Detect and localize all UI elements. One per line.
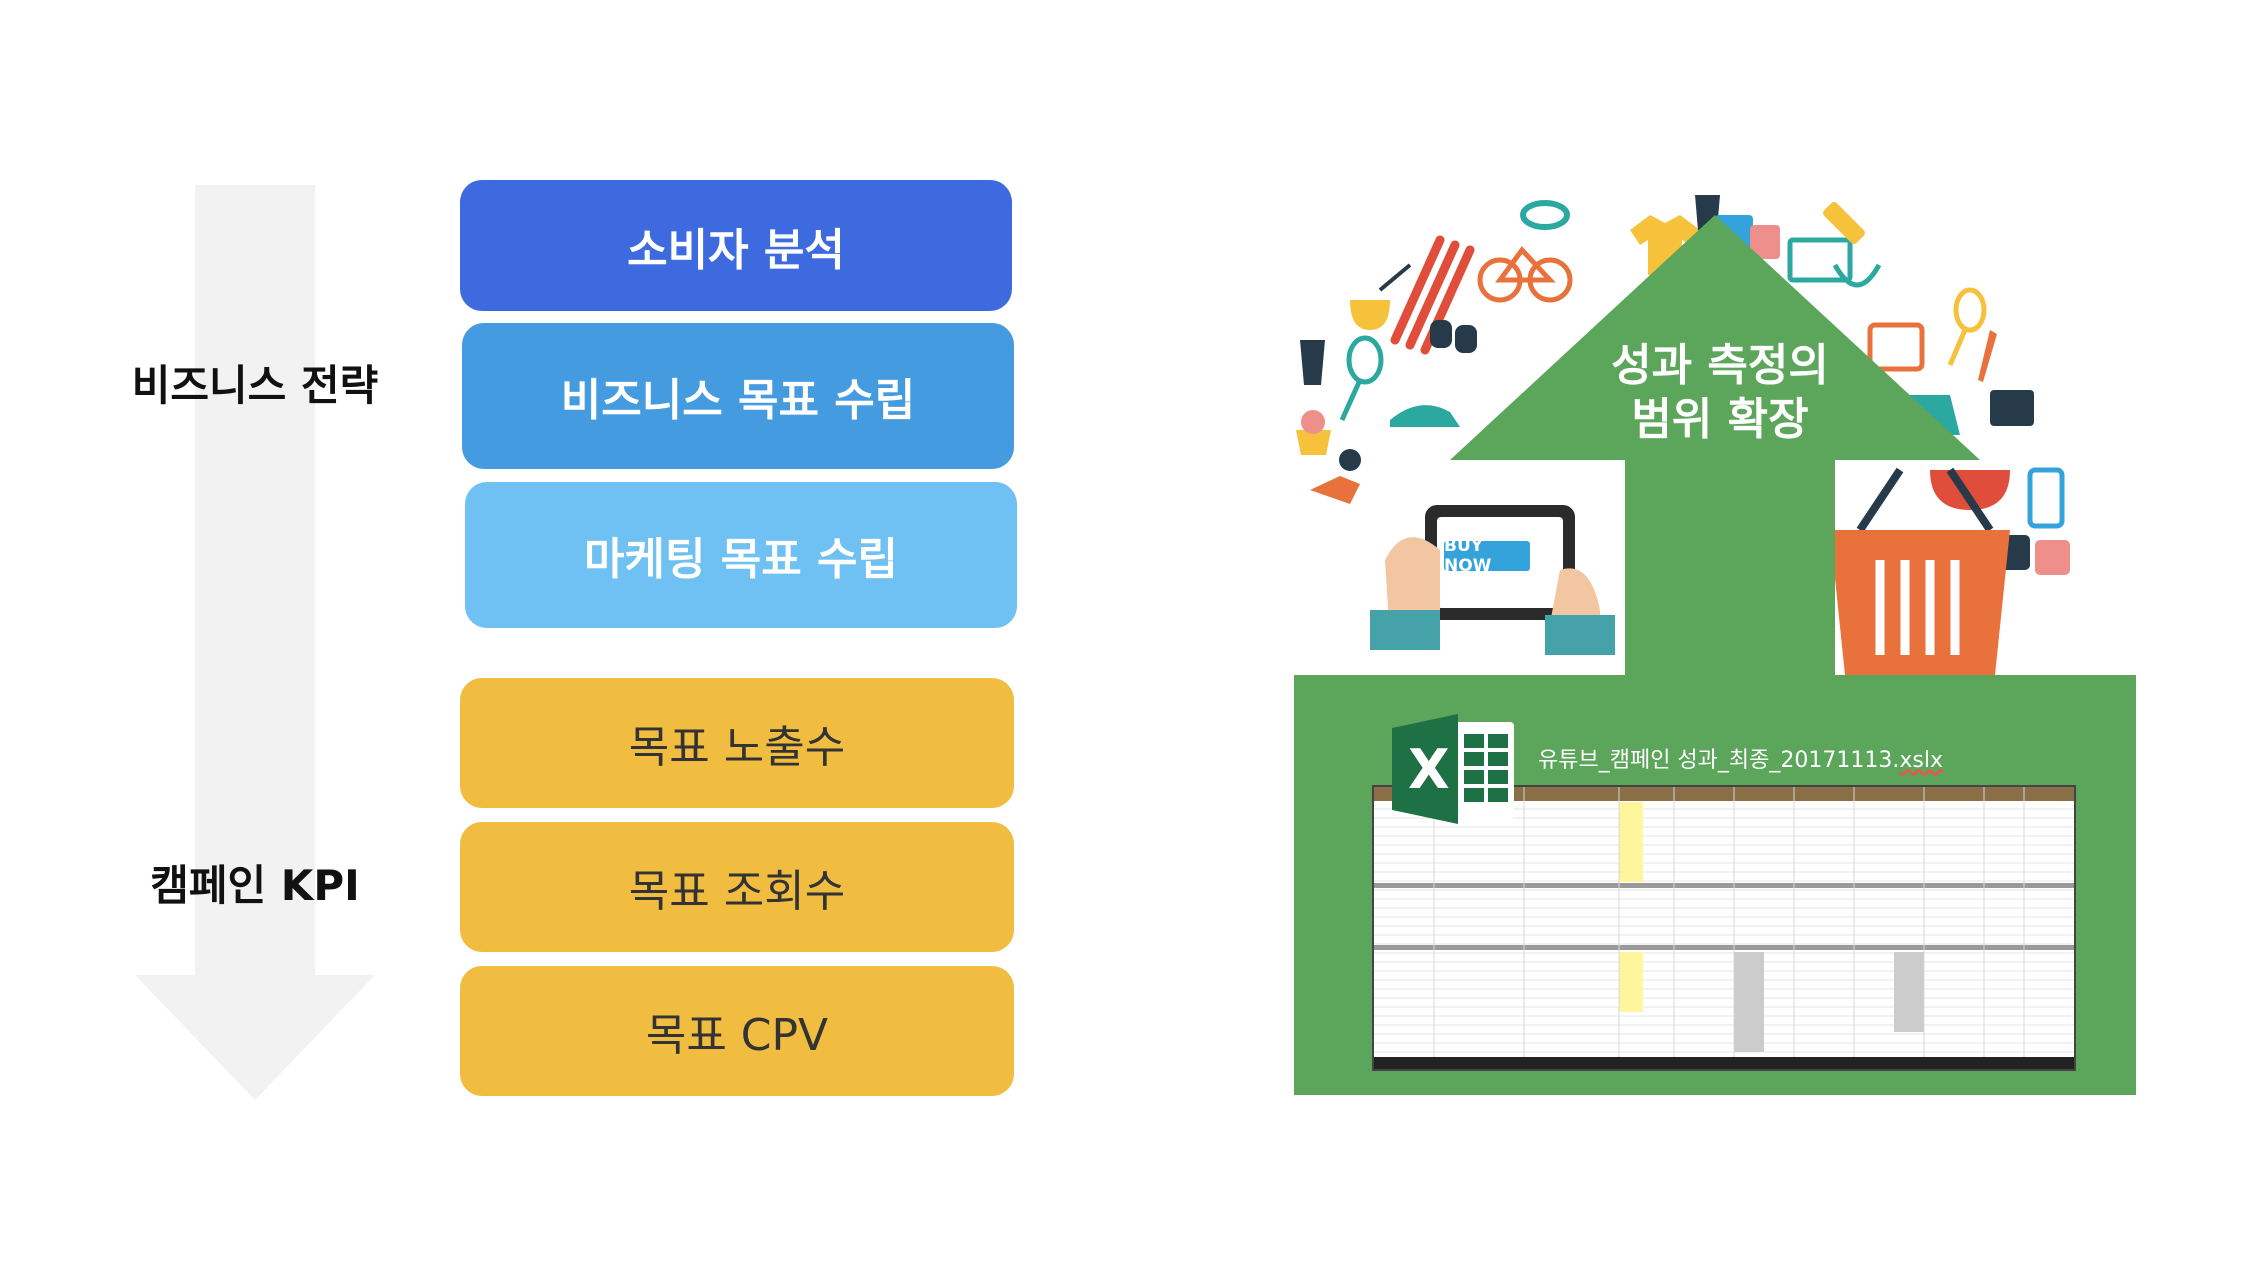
basket-illustration [1830, 467, 2010, 675]
step-target-cpv: 목표 CPV [460, 966, 1014, 1096]
arrow-text-line2: 범위 확장 [1631, 394, 1809, 445]
step-consumer-analysis: 소비자 분석 [460, 180, 1012, 311]
step-business-goal: 비즈니스 목표 수립 [462, 323, 1014, 469]
excel-file-name: 유튜브_캠페인 성과_최종_20171113.xslx [1538, 742, 1943, 774]
excel-icon [1392, 714, 1514, 824]
step-target-impressions: 목표 노출수 [460, 678, 1014, 808]
arrow-text-line1: 성과 측정의 [1611, 340, 1829, 391]
step-target-views: 목표 조회수 [460, 822, 1014, 952]
spreadsheet-image [1372, 785, 2076, 1071]
campaign-kpi-label: 캠페인 KPI [150, 861, 360, 910]
buy-now-button-illustration: BUY NOW [1444, 536, 1530, 576]
tablet-illustration [1370, 505, 1615, 655]
growth-arrow [1450, 215, 1980, 680]
excel-file-name-base: 유튜브_캠페인 성과_최종_20171113. [1538, 748, 1900, 773]
flow-down-arrow [135, 185, 375, 1100]
excel-file-name-ext: xslx [1899, 748, 1943, 773]
step-marketing-goal: 마케팅 목표 수립 [465, 482, 1017, 628]
excel-letter: X [1408, 738, 1450, 801]
spreadsheet-grid [1374, 787, 2074, 1069]
business-strategy-label: 비즈니스 전략 [131, 361, 379, 410]
